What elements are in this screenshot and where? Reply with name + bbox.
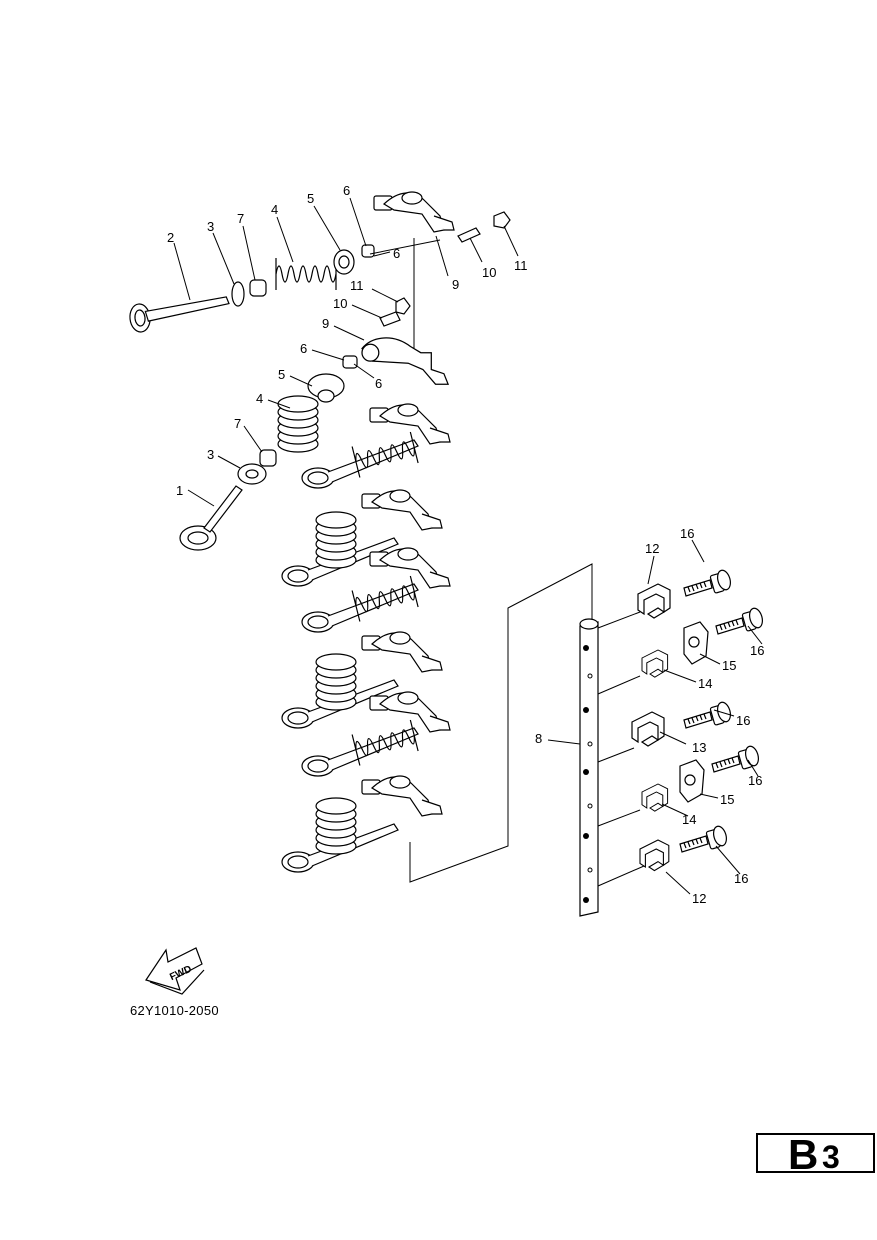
callout-5: 5 [278, 367, 285, 382]
callout-3: 3 [207, 219, 214, 234]
callout-9: 9 [322, 316, 329, 331]
callout-10: 10 [333, 296, 347, 311]
diagram-part-code: 62Y1010-2050 [130, 1003, 219, 1018]
bolt-16-c [683, 700, 734, 729]
bracket-12-top [637, 583, 671, 619]
callout-14: 14 [698, 676, 712, 691]
callout-16: 16 [680, 526, 694, 541]
bolt-16-a [683, 568, 734, 597]
callout-6: 6 [343, 183, 350, 198]
upper-valve-assembly [129, 191, 511, 360]
page-section-letter: B [788, 1131, 819, 1178]
callout-14: 14 [682, 812, 696, 827]
callout-16: 16 [736, 713, 750, 728]
callout-6: 6 [393, 246, 400, 261]
callout-12: 12 [692, 891, 706, 906]
callout-4: 4 [271, 202, 278, 217]
bolt-16-b [715, 606, 766, 635]
callout-6: 6 [375, 376, 382, 391]
rocker-stack-1 [301, 403, 451, 489]
bracket-14-upper [641, 649, 669, 678]
callout-9: 9 [452, 277, 459, 292]
callout-7: 7 [234, 416, 241, 431]
rocker-shaft [579, 618, 599, 917]
callout-16: 16 [750, 643, 764, 658]
middle-valve-assembly [179, 297, 450, 551]
fwd-arrow-icon: FWD [145, 947, 205, 995]
callout-6: 6 [300, 341, 307, 356]
callout-16: 16 [734, 871, 748, 886]
spacer-15-lower [679, 759, 705, 803]
callout-numbers: 2 3 7 4 5 6 6 9 10 11 11 10 9 6 6 5 4 7 … [167, 183, 764, 906]
callout-15: 15 [720, 792, 734, 807]
callout-11: 11 [514, 258, 528, 273]
rocker-stack-6 [281, 775, 443, 873]
callout-12: 12 [645, 541, 659, 556]
page-number: 3 [822, 1139, 840, 1175]
page-indicator: B 3 [756, 1131, 875, 1178]
callout-16: 16 [748, 773, 762, 788]
callout-3: 3 [207, 447, 214, 462]
spacer-15-upper [683, 621, 709, 665]
bolt-16-e [679, 824, 730, 853]
callout-5: 5 [307, 191, 314, 206]
callout-1: 1 [176, 483, 183, 498]
shaft-alignment-line [409, 563, 593, 883]
callout-7: 7 [237, 211, 244, 226]
callout-4: 4 [256, 391, 263, 406]
bracket-12-bottom [639, 839, 670, 872]
callout-13: 13 [692, 740, 706, 755]
callout-10: 10 [482, 265, 496, 280]
callout-2: 2 [167, 230, 174, 245]
bracket-13 [631, 711, 665, 747]
bracket-14-lower [641, 783, 669, 812]
callout-15: 15 [722, 658, 736, 673]
rocker-stack-2 [281, 489, 443, 587]
callout-11: 11 [350, 278, 364, 293]
leader-lines [173, 197, 763, 895]
callout-8: 8 [535, 731, 542, 746]
